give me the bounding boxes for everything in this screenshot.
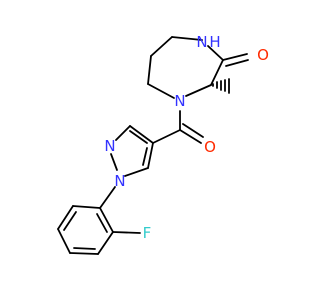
bond-amide-o-2: [182, 123, 204, 138]
atom-n-pyrazole-1: N: [114, 172, 125, 190]
atom-nh-n: N: [196, 33, 207, 51]
bond-c4-c3: [129, 125, 154, 144]
bond-ph-6-inner: [96, 213, 108, 233]
bond-ph-1: [72, 205, 101, 209]
fluorophenyl-ring: [57, 205, 114, 255]
bond-ph-3: [57, 228, 71, 254]
atom-f: F: [143, 224, 152, 242]
bond-c4-o-1: [222, 53, 248, 61]
molecule-structure: N H O N O N N F: [57, 33, 269, 255]
bond-c2-c1: [150, 36, 173, 57]
bond-n-c5: [185, 84, 212, 97]
bond-c4-o-2: [225, 59, 249, 67]
bond-c3-n2: [115, 125, 131, 141]
atom-n-ring: N: [174, 92, 185, 110]
bond-c7-n: [147, 83, 175, 99]
bond-c-f: [112, 231, 141, 234]
atom-labels: N H O N O N N F: [104, 33, 269, 242]
lactam-carbonyl: [222, 53, 249, 67]
bond-ph-6: [99, 207, 114, 233]
atom-n-pyrazole-2: N: [104, 137, 115, 155]
bond-n1-c5: [124, 167, 149, 177]
bond-c4-nh: [207, 45, 224, 61]
bond-c5-c4-inner: [142, 147, 148, 166]
atom-o-lactam: O: [257, 46, 269, 64]
atom-o-amide: O: [204, 138, 216, 156]
bond-ph-5: [97, 231, 114, 255]
bond-c5-c4: [147, 142, 154, 169]
bond-ph-2-inner: [63, 211, 77, 231]
bond-c5-c4: [210, 59, 224, 86]
diazepanone-ring: [147, 36, 224, 99]
bond-c4-c3-inner: [129, 130, 148, 144]
bond-amide-o-1: [179, 129, 202, 144]
bond-n2-n1: [110, 153, 118, 171]
bond-n1-phenyl: [99, 186, 116, 209]
bond-ph-2: [57, 205, 74, 230]
bond-ph-4: [69, 252, 99, 255]
pyrazole-ring: [110, 125, 154, 177]
molecule-canvas: N H O N O N N F: [57, 33, 269, 255]
atom-nh-h: H: [209, 33, 220, 51]
bond-nh-c2: [171, 36, 203, 41]
bond-ph-4-inner: [73, 247, 96, 250]
bond-c1-c7: [147, 55, 152, 85]
bond-amide-pyrazole: [152, 129, 181, 144]
methyl-hashed-bond: [212, 78, 230, 94]
